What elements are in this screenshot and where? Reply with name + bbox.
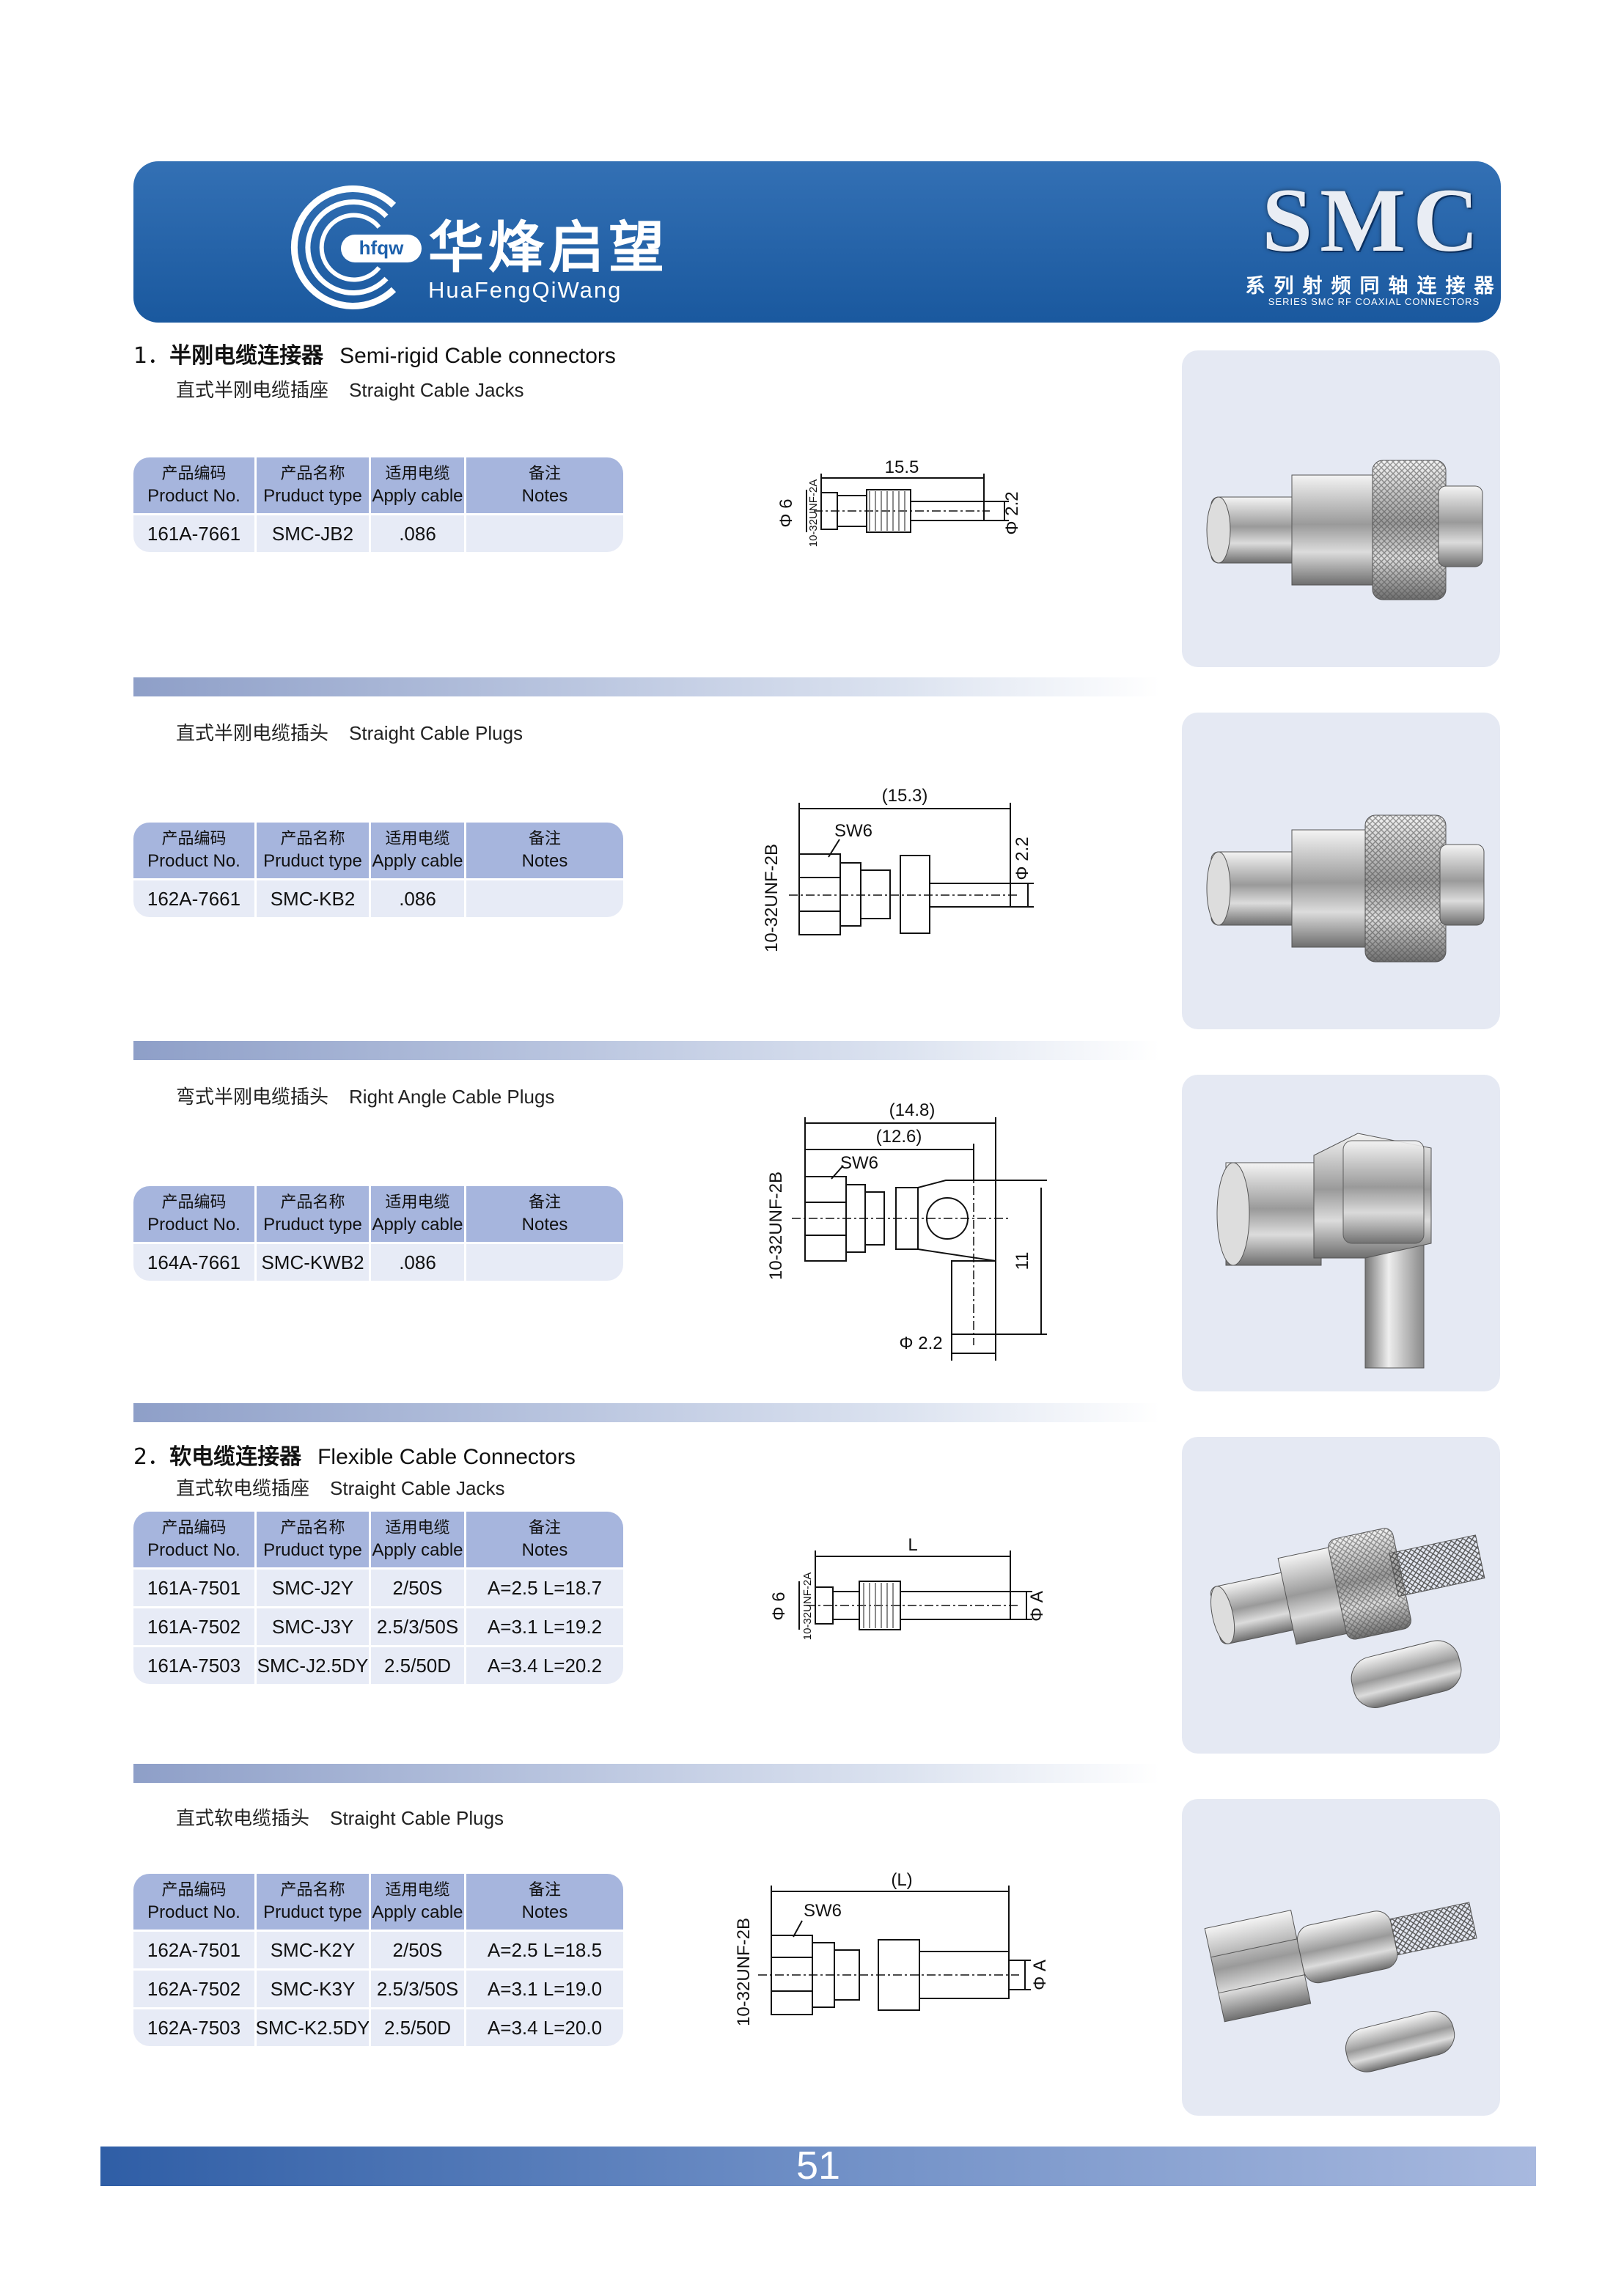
series-title: SMC xyxy=(1262,170,1486,271)
table-row: 161A-7502 SMC-J3Y 2.5/3/50S A=3.1 L=19.2 xyxy=(133,1606,623,1645)
section-divider xyxy=(133,677,1160,696)
svg-text:15.5: 15.5 xyxy=(885,457,919,477)
svg-text:Φ 2.2: Φ 2.2 xyxy=(899,1334,942,1353)
svg-text:11: 11 xyxy=(1013,1252,1032,1270)
dimension-drawing: (15.3) SW6 Φ 2.2 10-32UNF-2B xyxy=(762,786,1034,952)
svg-text:Φ A: Φ A xyxy=(1027,1591,1047,1622)
section-divider xyxy=(133,1764,1160,1783)
table-row: 161A-7501 SMC-J2Y 2/50S A=2.5 L=18.7 xyxy=(133,1567,623,1606)
brand-name-cn: 华烽启望 xyxy=(428,215,669,280)
product-photo xyxy=(1182,713,1500,1029)
table-row: 161A-7661 SMC-JB2 .086 xyxy=(133,513,623,552)
table-row: 162A-7503 SMC-K2.5DY 2.5/50D A=3.4 L=20.… xyxy=(133,2007,623,2046)
table-row: 162A-7661 SMC-KB2 .086 xyxy=(133,878,623,917)
svg-text:(14.8): (14.8) xyxy=(889,1100,936,1120)
product-photo xyxy=(1182,1437,1500,1754)
footer-bar xyxy=(100,2147,1536,2186)
table-row: 161A-7503 SMC-J2.5DY 2.5/50D A=3.4 L=20.… xyxy=(133,1645,623,1684)
svg-text:10-32UNF-2B: 10-32UNF-2B xyxy=(734,1918,754,2026)
brand-name-en: HuaFengQiWang xyxy=(428,277,622,303)
svg-text:Φ 6: Φ 6 xyxy=(776,499,796,527)
svg-text:SW6: SW6 xyxy=(804,1901,842,1921)
product-photo xyxy=(1182,1799,1500,2116)
hfqw-logo-icon: hfqw xyxy=(290,185,422,309)
series-subtitle-cn: 系列射频同轴连接器 xyxy=(1245,275,1501,298)
page-number: 51 xyxy=(796,2144,841,2188)
svg-text:10-32UNF-2B: 10-32UNF-2B xyxy=(762,844,782,952)
svg-text:L: L xyxy=(908,1535,917,1555)
dimension-drawing: L Φ A Φ 6 10-32UNF-2A xyxy=(769,1535,1047,1641)
svg-text:hfqw: hfqw xyxy=(359,237,404,259)
svg-text:Φ 2.2: Φ 2.2 xyxy=(1013,836,1032,880)
svg-text:Φ 2.2: Φ 2.2 xyxy=(1002,491,1022,534)
product-photo xyxy=(1182,1075,1500,1391)
svg-text:Φ A: Φ A xyxy=(1030,1960,1050,1990)
table-row: 164A-7661 SMC-KWB2 .086 xyxy=(133,1242,623,1281)
product-photo xyxy=(1182,350,1500,667)
svg-text:10-32UNF-2B: 10-32UNF-2B xyxy=(766,1171,786,1280)
section-divider xyxy=(133,1041,1160,1060)
table-row: 162A-7501 SMC-K2Y 2/50S A=2.5 L=18.5 xyxy=(133,1930,623,1968)
svg-text:Φ 6: Φ 6 xyxy=(769,1592,789,1620)
svg-text:(L): (L) xyxy=(891,1870,912,1890)
series-subtitle-en: SERIES SMC RF COAXIAL CONNECTORS xyxy=(1268,296,1480,307)
table-row: 162A-7502 SMC-K3Y 2.5/3/50S A=3.1 L=19.0 xyxy=(133,1968,623,2007)
svg-text:(12.6): (12.6) xyxy=(876,1127,922,1147)
dimension-drawing: (L) SW6 Φ A 10-32UNF-2B xyxy=(734,1870,1050,2026)
section-divider xyxy=(133,1403,1160,1422)
svg-text:SW6: SW6 xyxy=(834,821,872,841)
svg-text:10-32UNF-2A: 10-32UNF-2A xyxy=(807,479,820,548)
svg-text:10-32UNF-2A: 10-32UNF-2A xyxy=(801,1572,814,1641)
svg-text:(15.3): (15.3) xyxy=(882,786,928,806)
dimension-drawing: (14.8) (12.6) SW6 11 Φ 2.2 10-32UNF-2B xyxy=(766,1100,1047,1361)
header-banner: hfqw 华烽启望 HuaFengQiWang SMC 系列射频同轴连接器 SE… xyxy=(133,161,1501,323)
dimension-drawing: 15.5 Φ 2.2 Φ 6 10-32UNF-2A xyxy=(776,457,1022,548)
svg-text:SW6: SW6 xyxy=(840,1153,878,1173)
